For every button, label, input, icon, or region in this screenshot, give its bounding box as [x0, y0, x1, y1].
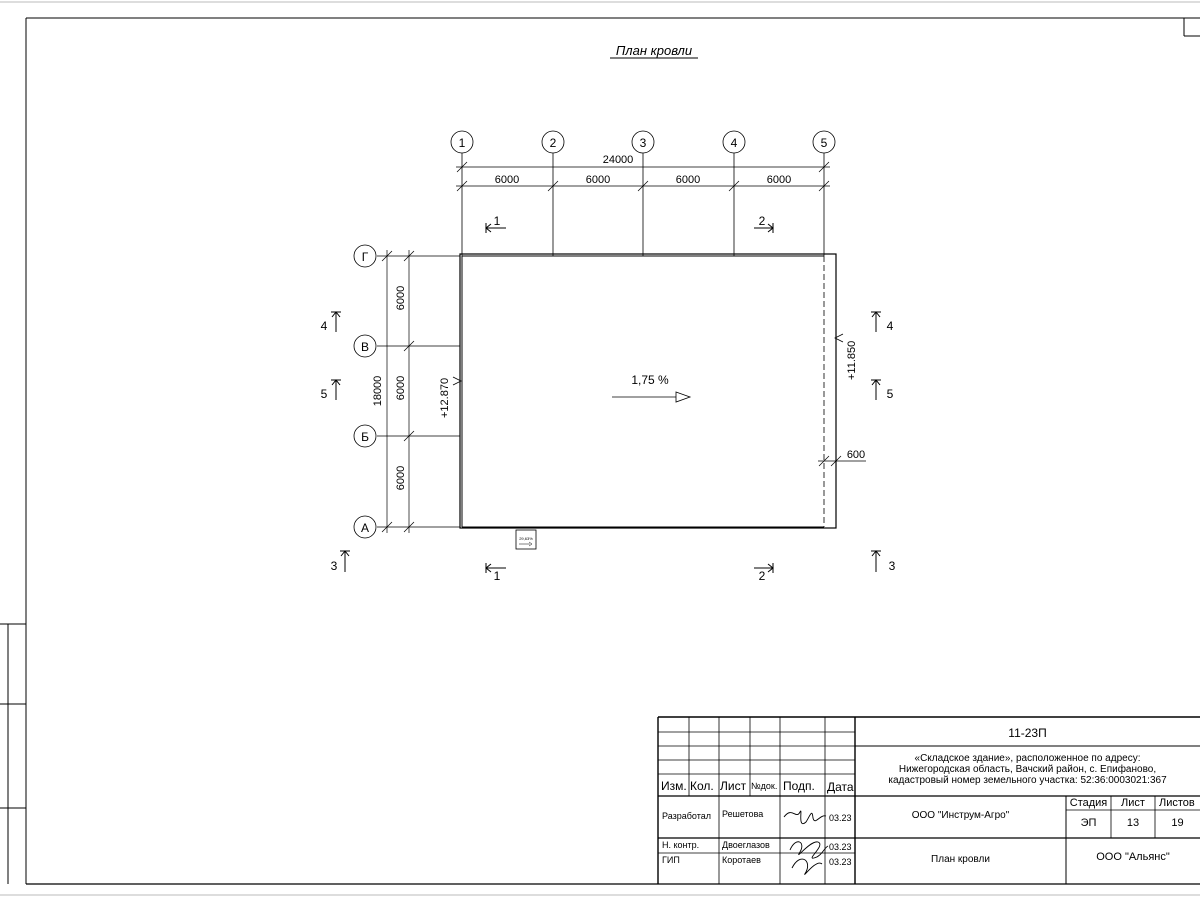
roof-slope: 1,75 % — [612, 373, 692, 403]
dim-horizontal-3: 6000 — [676, 174, 700, 186]
section-label-bottom-2: 2 — [759, 569, 766, 583]
section-mark-labels: 1 2 1 2 4 5 3 4 5 3 — [321, 214, 896, 583]
elevation-left: +12.870 — [439, 378, 451, 418]
axis-label-2: 2 — [550, 136, 557, 150]
header-ndok: №док. — [751, 781, 778, 791]
drawing-title: План кровли — [610, 43, 698, 59]
dim-horizontal-2: 6000 — [586, 174, 610, 186]
dim-horizontal-4: 6000 — [767, 174, 791, 186]
object-line-2: Нижегородская область, Вачский район, с.… — [898, 764, 1157, 775]
horizontal-dimensions — [456, 161, 830, 192]
slope-label: 1,75 % — [631, 373, 669, 387]
row-axes — [353, 244, 460, 539]
header-izm: Изм. — [661, 779, 687, 793]
signature-dvoeglazov — [789, 841, 829, 859]
signatures — [783, 810, 829, 875]
header-kol: Кол. — [690, 779, 714, 793]
header-list: Лист — [720, 779, 747, 793]
date-gip: 03.23 — [829, 857, 852, 867]
signature-reshetova — [783, 810, 827, 825]
column-axis-labels: 1 2 3 4 5 — [459, 136, 828, 150]
axis-label-v: В — [361, 340, 369, 354]
stage-label: Стадия — [1069, 797, 1108, 809]
header-podp: Подп. — [783, 779, 815, 793]
horizontal-dimension-labels: 24000 6000 6000 6000 6000 — [495, 154, 791, 186]
name-gip: Коротаев — [722, 855, 761, 865]
sheet-label: Лист — [1121, 797, 1145, 809]
axis-label-a: А — [361, 521, 369, 535]
date-developer: 03.23 — [829, 813, 852, 823]
section-label-right-3: 3 — [889, 559, 896, 573]
customer: ООО "Инструм-Агро" — [911, 810, 1010, 821]
section-label-left-3: 3 — [331, 559, 338, 573]
vertical-dimension-labels: 18000 6000 6000 6000 — [372, 286, 407, 490]
dim-total-vertical: 18000 — [372, 376, 384, 407]
dim-horizontal-1: 6000 — [495, 174, 519, 186]
section-marks — [331, 223, 881, 573]
title-block-grid — [657, 716, 1200, 884]
section-label-bottom-1: 1 — [494, 569, 501, 583]
sheet-name: План кровли — [931, 854, 990, 865]
dim-vertical-3: 6000 — [395, 466, 407, 490]
name-developer: Решетова — [722, 809, 764, 819]
elevation-right: +11.850 — [846, 341, 858, 380]
roof-outline — [459, 253, 837, 529]
dim-vertical-2: 6000 — [395, 376, 407, 400]
sheets-label: Листов — [1159, 797, 1195, 809]
sheets-value: 19 — [1171, 817, 1184, 829]
dim-total-horizontal: 24000 — [603, 154, 634, 166]
row-axis-labels: Г В Б А — [361, 250, 369, 535]
role-gip: ГИП — [662, 855, 680, 865]
section-label-left-4: 4 — [321, 319, 328, 333]
drain: 29,63% — [515, 529, 537, 550]
axis-label-1: 1 — [459, 136, 466, 150]
axis-label-b: Б — [361, 430, 369, 444]
date-norm-control: 03.23 — [829, 842, 852, 852]
slope-arrow-icon — [675, 391, 692, 403]
object-description: «Складское здание», расположенное по адр… — [855, 753, 1200, 786]
dim-overhang: 600 — [847, 449, 865, 461]
object-line-3: кадастровый номер земельного участка: 52… — [888, 775, 1167, 786]
section-label-left-5: 5 — [321, 387, 328, 401]
role-developer: Разработал — [662, 811, 711, 821]
dim-vertical-1: 6000 — [395, 286, 407, 310]
elevation-marks — [452, 333, 844, 386]
stage-value: ЭП — [1080, 817, 1097, 829]
project-code: 11-23П — [1008, 726, 1047, 740]
axis-label-g: Г — [362, 250, 369, 264]
section-label-top-1: 1 — [494, 214, 501, 228]
section-label-right-5: 5 — [887, 387, 894, 401]
column-axes — [450, 130, 836, 256]
axis-label-3: 3 — [640, 136, 647, 150]
signature-korotaev — [791, 858, 823, 875]
organization: ООО "Альянс" — [1096, 851, 1170, 863]
sheet-value: 13 — [1126, 817, 1140, 829]
axis-label-5: 5 — [821, 136, 828, 150]
axis-label-4: 4 — [731, 136, 738, 150]
object-line-1: «Складское здание», расположенное по адр… — [914, 753, 1141, 764]
drain-arrow-icon — [528, 541, 533, 547]
section-label-top-2: 2 — [759, 214, 766, 228]
name-norm-control: Двоеглазов — [722, 840, 770, 850]
overhang-dimension — [818, 455, 866, 467]
header-data: Дата — [827, 780, 854, 794]
vertical-dimensions — [381, 250, 415, 533]
role-norm-control: Н. контр. — [662, 840, 700, 850]
drain-label: 29,63% — [519, 536, 533, 541]
drawing-title-text: План кровли — [616, 43, 692, 58]
section-label-right-4: 4 — [887, 319, 894, 333]
